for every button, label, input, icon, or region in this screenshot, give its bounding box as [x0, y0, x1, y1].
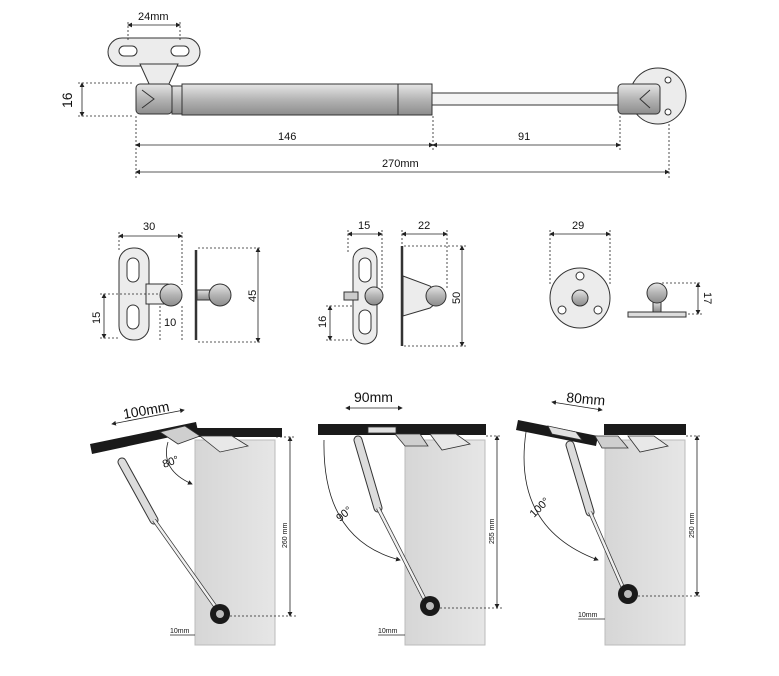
- install-80-height: 260 mm: [282, 523, 289, 548]
- install-80-angle: 80°: [161, 454, 181, 471]
- install-100-length: 80mm: [566, 389, 606, 408]
- cabinet-top: [180, 428, 282, 437]
- dim-cylinder: 146: [278, 131, 296, 143]
- bracket-b-width-wedge: 22: [418, 220, 430, 232]
- bracket-b-hole: 16: [317, 316, 329, 328]
- cabinet-side: [604, 439, 686, 646]
- install-100-height: 250 mm: [689, 513, 696, 538]
- bracket-b-height: 50: [451, 292, 463, 304]
- install-90-height: 255 mm: [489, 519, 496, 544]
- cabinet-side: [194, 439, 276, 646]
- strut-top-view: 24mm 16 146 91 270mm: [59, 11, 687, 178]
- install-100: 100° 80mm 250 mm 10mm: [516, 389, 702, 646]
- dim-height: 16: [59, 92, 75, 108]
- bracket-a-ball: 10: [164, 317, 176, 329]
- install-80-offset: 10mm: [170, 628, 190, 635]
- bracket-c: 29 17: [549, 220, 713, 329]
- install-90-length: 90mm: [354, 389, 393, 405]
- install-90-offset: 10mm: [378, 628, 398, 635]
- bracket-b-width-small: 15: [358, 220, 370, 232]
- lid-panel: [318, 424, 486, 435]
- install-80-length: 100mm: [122, 398, 171, 422]
- install-80: 80° 100mm 260 mm 10mm: [90, 398, 296, 646]
- install-90-angle: 90°: [334, 504, 354, 524]
- bracket-slot-icon: [118, 45, 138, 57]
- piston-rod: [431, 92, 619, 106]
- bracket-c-diameter: 29: [572, 220, 584, 232]
- install-100-offset: 10mm: [578, 612, 598, 619]
- bracket-a-height: 45: [247, 290, 259, 302]
- install-90: 90° 90mm 255 mm 10mm: [318, 389, 502, 646]
- cabinet-top: [604, 424, 686, 435]
- dim-width: 24mm: [138, 11, 169, 23]
- bracket-b: 15 22 50 16: [317, 220, 466, 347]
- cabinet-side: [404, 439, 486, 646]
- end-fitting-right: [617, 83, 661, 115]
- bracket-neck: [139, 63, 179, 87]
- dim-total: 270mm: [382, 158, 419, 170]
- bracket-a: 30 45 15 10: [91, 221, 262, 343]
- bracket-a-width: 30: [143, 221, 155, 233]
- bracket-c-ball-height: 17: [701, 292, 713, 304]
- dim-rod: 91: [518, 131, 530, 143]
- bracket-a-hole: 15: [91, 312, 103, 324]
- bracket-slot-icon: [170, 45, 190, 57]
- cylinder-body: [181, 83, 399, 116]
